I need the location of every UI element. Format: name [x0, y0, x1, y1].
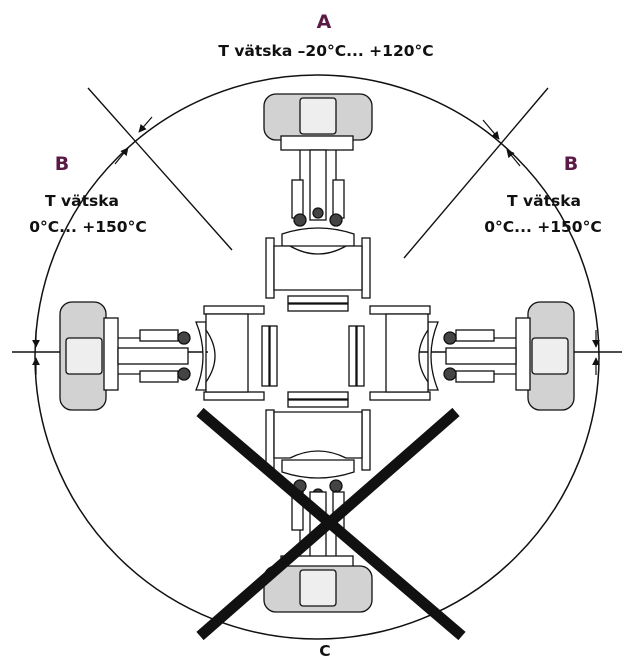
valve-assembly-left	[59, 301, 278, 411]
zone-b-right-letter: B	[564, 153, 578, 175]
zone-b-left-letter: B	[55, 153, 69, 175]
zone-c-letter: C	[319, 642, 330, 660]
zone-a-letter: A	[317, 11, 332, 33]
mounting-range-circle	[34, 74, 600, 640]
boundary-line-upper-left	[87, 87, 233, 251]
zone-a-temperature: T vätska –20°C... +120°C	[218, 42, 433, 60]
prohibited-cross	[196, 407, 466, 641]
boundary-arrow-upper-left-2	[114, 147, 129, 165]
zone-b-right-temp-line1: T vätska	[507, 192, 581, 210]
boundary-arrow-upper-right-2	[506, 149, 521, 167]
boundary-arrow-upper-left	[138, 116, 153, 133]
zone-b-left-temp-line1: T vätska	[45, 192, 119, 210]
boundary-arrow-upper-right	[482, 119, 500, 140]
valve-assembly-top	[263, 93, 373, 312]
zone-b-right-temp-line2: 0°C... +150°C	[484, 218, 601, 236]
valve-assembly-right	[348, 301, 575, 411]
zone-b-left-temp-line2: 0°C... +150°C	[29, 218, 146, 236]
valve-assembly-bottom	[263, 391, 373, 613]
boundary-line-upper-right	[403, 87, 549, 259]
